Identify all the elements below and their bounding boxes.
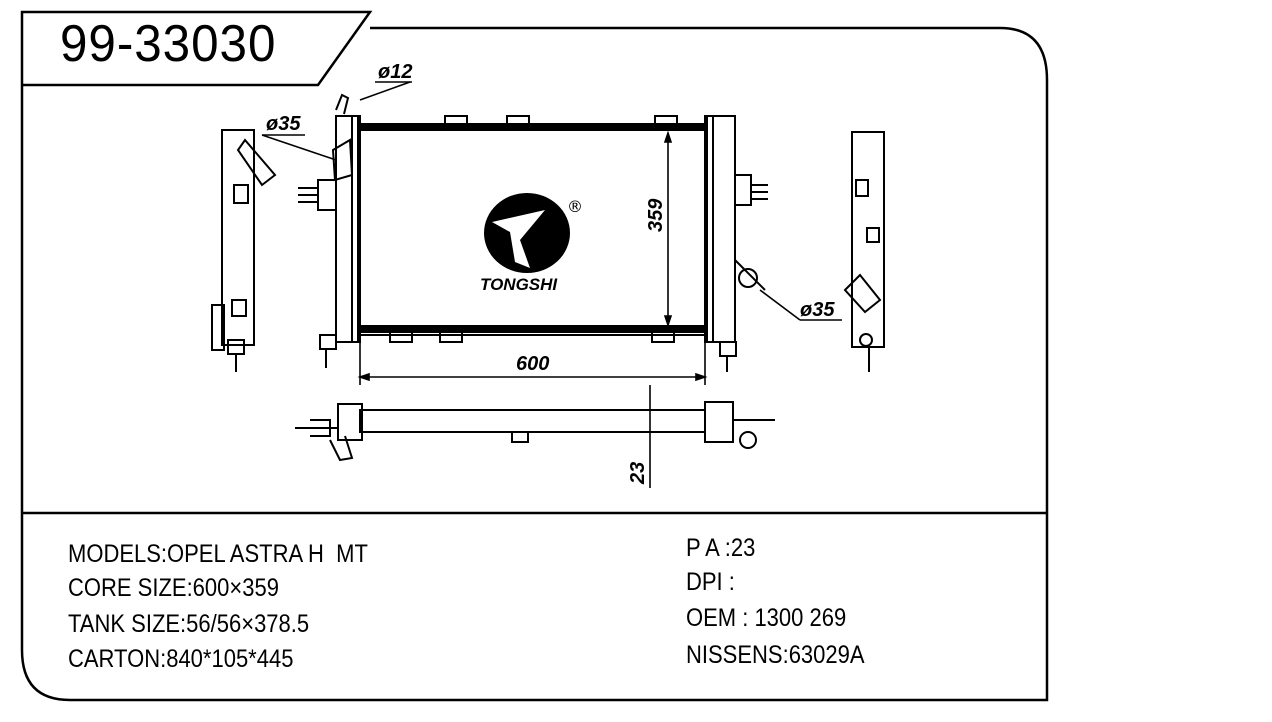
spec-models: MODELS:OPEL ASTRA H MT <box>68 540 368 568</box>
left-tank <box>335 115 361 343</box>
spec-tank-size: TANK SIZE:56/56×378.5 <box>68 610 310 638</box>
bottom-view <box>359 409 706 433</box>
left-inlet-pipe <box>331 138 354 182</box>
dim-core-width: 600 <box>516 353 549 375</box>
dim-inlet-pipe: ø12 <box>378 61 412 83</box>
dim-left-pipe: ø35 <box>266 113 301 135</box>
spec-pa: P A :23 <box>686 534 756 562</box>
right-tank <box>704 115 736 343</box>
right-outlet-pipe <box>738 268 758 288</box>
spec-oem: OEM : 1300 269 <box>686 604 847 632</box>
dim-core-thickness: 23 <box>627 462 649 485</box>
dim-core-height: 359 <box>645 198 667 232</box>
left-side-view <box>221 129 255 346</box>
tongshi-logo: ® TONGSHI <box>480 193 583 294</box>
frame-border <box>20 10 1049 702</box>
logo-text: TONGSHI <box>480 275 558 294</box>
registered-mark: ® <box>567 197 583 216</box>
spec-dpi: DPI : <box>686 568 735 596</box>
dim-right-pipe: ø35 <box>800 299 835 321</box>
part-number-title: 99-33030 <box>60 15 277 73</box>
spec-nissens: NISSENS:63029A <box>686 641 865 669</box>
spec-carton: CARTON:840*105*445 <box>68 645 294 673</box>
spec-core-size: CORE SIZE:600×359 <box>68 574 279 602</box>
